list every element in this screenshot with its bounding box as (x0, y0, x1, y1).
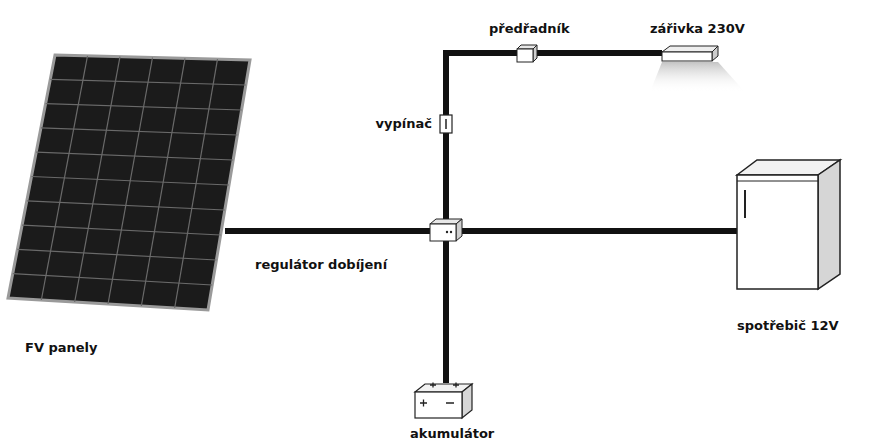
ballast-node: předřadník (517, 45, 537, 62)
wire (225, 228, 430, 234)
panel-cell-line (13, 274, 213, 285)
panel-cell-line (41, 128, 238, 135)
component-label: předřadník (489, 21, 570, 37)
wire (443, 133, 449, 222)
panel-cell-line (27, 201, 225, 210)
panel-grid (13, 56, 246, 308)
switch-symbol (440, 115, 452, 133)
wire (537, 50, 662, 56)
switch-node: vypínač (440, 115, 452, 133)
regulator-node: regulátor dobíjení (430, 222, 460, 241)
battery-symbol (415, 383, 472, 419)
appliance-node: spotřebič 12V (737, 160, 840, 290)
panel-cell-line (22, 225, 221, 235)
lamp-symbol (650, 46, 745, 92)
wire (460, 228, 737, 234)
panel-cell-line (46, 104, 242, 110)
component-label: regulátor dobíjení (255, 257, 387, 273)
wire (443, 241, 449, 383)
component-label: akumulátor (410, 426, 494, 442)
component-label: FV panely (25, 340, 98, 356)
panel-cell-line (32, 177, 230, 186)
battery-node: akumulátor (415, 383, 472, 418)
wire (446, 53, 517, 115)
panel-cell-line (17, 249, 216, 260)
component-label: spotřebič 12V (737, 318, 839, 334)
regulator-symbol (430, 219, 462, 241)
panel-cell-line (36, 152, 233, 160)
lamp-node: zářivka 230V (662, 45, 718, 62)
component-label: zářivka 230V (650, 21, 745, 37)
ballast-symbol (517, 45, 537, 62)
panel-cell-line (50, 79, 246, 85)
fridge-symbol (737, 160, 840, 289)
solar-panel (8, 55, 250, 310)
solar-panel-node: FV panely (8, 55, 225, 310)
component-label: vypínač (376, 116, 432, 132)
